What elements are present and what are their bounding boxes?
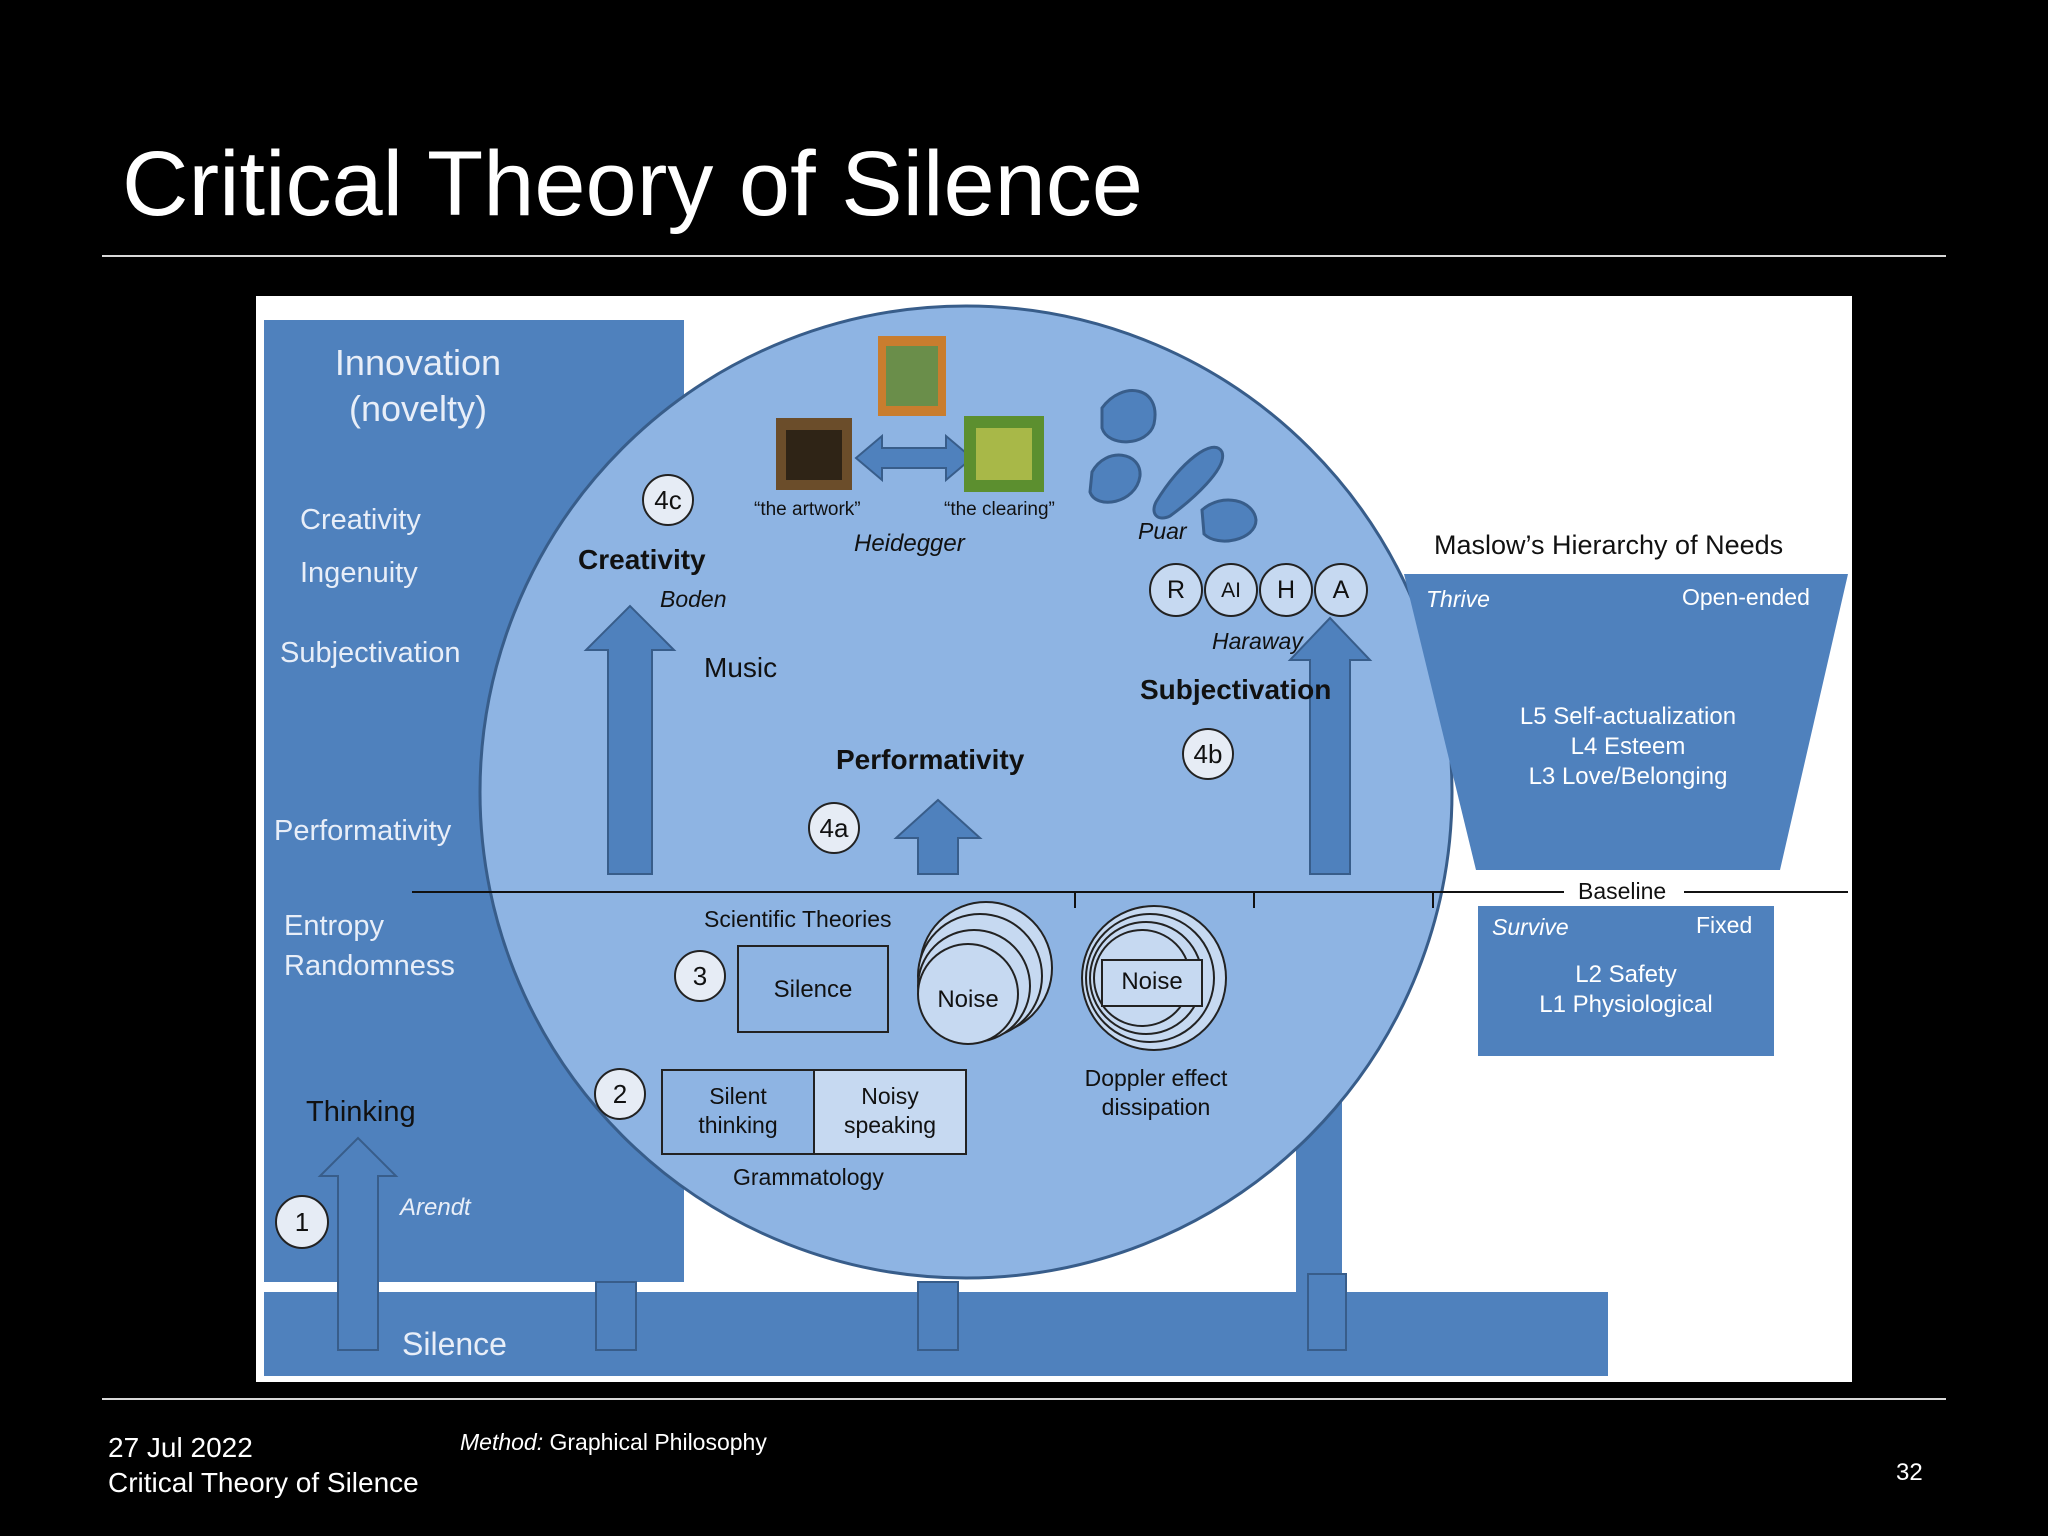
heidegger-label: Heidegger (854, 530, 965, 557)
raha-h: H (1276, 576, 1296, 604)
maslow-upper-trapezoid (1404, 574, 1848, 870)
noisy-speaking-label: Noisy speaking (843, 1083, 937, 1138)
performativity-title: Performativity (836, 744, 1025, 775)
footer-date: 27 Jul 2022 (108, 1432, 253, 1463)
music-label: Music (704, 652, 778, 683)
doppler-noise-box (1101, 959, 1203, 1007)
silence-box-label: Silence (773, 976, 853, 1003)
clearing-caption: “the clearing” (944, 499, 1055, 520)
footer-title: Critical Theory of Silence (108, 1467, 419, 1498)
scientific-theories-label: Scientific Theories (704, 906, 892, 932)
raha-a: A (1332, 576, 1350, 604)
diagram-graphics (264, 304, 1848, 1376)
haraway-label: Haraway (1212, 628, 1303, 654)
subjectivation-arrow (1287, 616, 1373, 875)
method-value: Graphical Philosophy (549, 1429, 767, 1455)
maslow-fixed: Fixed (1696, 912, 1753, 938)
footer-method: Method: Graphical Philosophy (460, 1428, 767, 1457)
slide-title: Critical Theory of Silence (122, 133, 1143, 235)
badge-3 (674, 950, 726, 1002)
innovation-label: Innovation (novelty) (334, 342, 502, 429)
central-circle (478, 304, 1454, 1280)
grammatology-label: Grammatology (733, 1164, 884, 1190)
noise-label-2: Noise (1121, 968, 1183, 995)
scale-ingenuity: Ingenuity (300, 557, 418, 589)
badge-2 (594, 1068, 646, 1120)
performativity-arrow (893, 798, 983, 875)
subjectivation-title: Subjectivation (1140, 674, 1332, 705)
puar-label: Puar (1138, 518, 1187, 544)
maslow-lower-levels: L2 Safety L1 Physiological (1539, 961, 1713, 1018)
badge-2-text: 2 (612, 1079, 628, 1109)
raha-ai: AI (1221, 579, 1241, 602)
noise-label-1: Noise (937, 986, 999, 1013)
doppler-label: Doppler effect dissipation (1084, 1065, 1228, 1120)
scale-entropy: Entropy (284, 910, 384, 942)
scale-creativity: Creativity (300, 504, 421, 536)
badge-1-text: 1 (294, 1207, 310, 1237)
thinking-arrow (317, 1136, 399, 1351)
method-label: Method: (460, 1429, 544, 1455)
silence-band-label: Silence (402, 1326, 507, 1362)
thinking-label: Thinking (306, 1096, 416, 1128)
badge-1 (275, 1195, 329, 1249)
baseline-label: Baseline (1578, 878, 1667, 904)
artwork-caption: “the artwork” (754, 499, 861, 520)
maslow-title: Maslow’s Hierarchy of Needs (1434, 530, 1784, 560)
footer-left: 27 Jul 2022 Critical Theory of Silence (108, 1430, 419, 1500)
badge-4a (808, 802, 860, 854)
badge-4b-text: 4b (1193, 739, 1223, 769)
badge-4b (1182, 728, 1234, 780)
badge-4c (642, 474, 694, 526)
boden-label: Boden (660, 586, 727, 612)
raha-r: R (1166, 576, 1186, 604)
diagram-panel: Innovation (novelty) Creativity Ingenuit… (256, 296, 1852, 1382)
maslow-open-ended: Open-ended (1682, 584, 1810, 610)
scale-randomness: Randomness (284, 950, 455, 982)
raha-circles (1149, 563, 1368, 617)
silent-thinking-label: Silent thinking (698, 1083, 778, 1138)
badge-4c-text: 4c (654, 485, 682, 515)
badge-4a-text: 4a (819, 813, 849, 843)
noise-stack (917, 901, 1053, 1045)
scale-subjectivation: Subjectivation (280, 637, 461, 669)
arendt-label: Arendt (400, 1194, 471, 1221)
puar-blobs (1088, 389, 1258, 543)
maslow-thrive: Thrive (1426, 586, 1490, 612)
page-number: 32 (1896, 1459, 1923, 1486)
footer-divider (102, 1398, 1946, 1400)
title-divider (102, 255, 1946, 257)
creativity-arrow (583, 604, 677, 875)
creativity-title: Creativity (578, 544, 706, 575)
maslow-survive: Survive (1492, 914, 1569, 940)
silence-box (737, 945, 889, 1033)
maslow-lower-box (1478, 906, 1774, 1056)
scale-performativity: Performativity (274, 815, 452, 847)
maslow-upper-levels: L5 Self-actualization L4 Esteem L3 Love/… (1519, 703, 1737, 790)
noisy-speaking-box (813, 1069, 967, 1155)
badge-3-text: 3 (692, 961, 708, 991)
